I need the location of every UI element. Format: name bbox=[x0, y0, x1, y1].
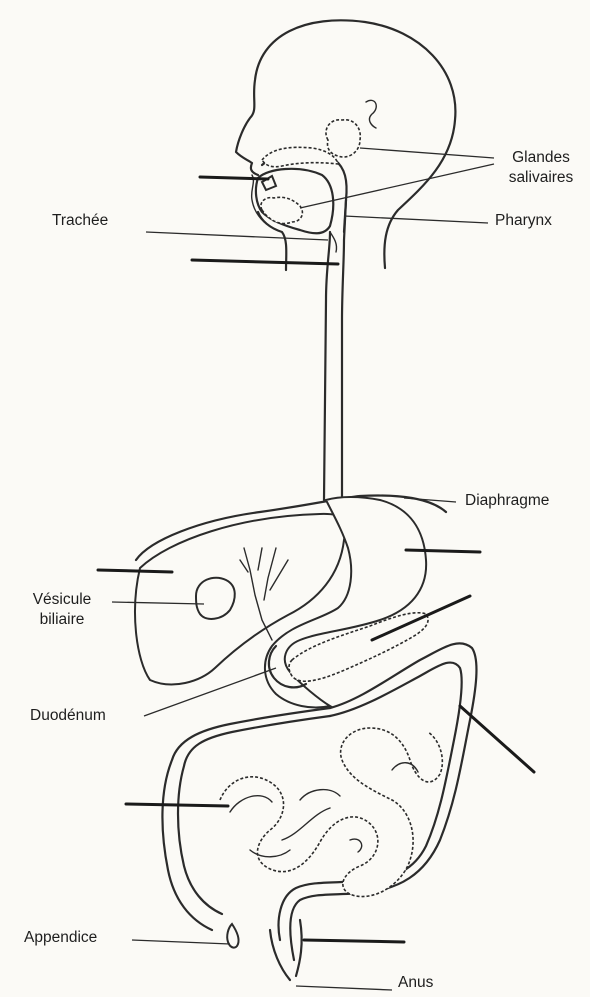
label-duodenum: Duodénum bbox=[30, 706, 106, 726]
label-anus: Anus bbox=[398, 973, 433, 993]
blank-line-small-intestine bbox=[126, 804, 228, 806]
esophagus-right bbox=[342, 200, 346, 500]
label-vesicule-line1: Vésicule bbox=[12, 590, 112, 610]
blank-line-larynx bbox=[192, 260, 338, 264]
leader-diaphragme bbox=[404, 498, 456, 502]
blank-line-rectum bbox=[304, 940, 404, 942]
blank-line-colon bbox=[460, 706, 534, 772]
label-vesicule-biliaire: Vésicule biliaire bbox=[12, 590, 112, 630]
sublingual-gland bbox=[262, 147, 338, 166]
ear-icon bbox=[366, 100, 376, 128]
leader-pharynx bbox=[344, 216, 488, 223]
label-vesicule-line2: biliaire bbox=[12, 610, 112, 630]
blank-line-liver bbox=[98, 570, 172, 572]
leader-trachee bbox=[146, 232, 328, 240]
blank-line-mouth bbox=[200, 177, 268, 179]
small-intestine bbox=[220, 728, 442, 897]
label-trachee: Trachée bbox=[52, 211, 108, 231]
label-pharynx: Pharynx bbox=[495, 211, 552, 231]
label-appendice: Appendice bbox=[24, 928, 97, 948]
esophagus-left bbox=[324, 232, 330, 500]
parotid-gland bbox=[326, 120, 360, 157]
submandibular-gland bbox=[261, 197, 303, 223]
blank-line-stomach bbox=[406, 550, 480, 552]
leader-appendice bbox=[132, 940, 230, 944]
leader-anus bbox=[296, 986, 392, 990]
label-glandes-salivaires: Glandes salivaires bbox=[492, 148, 590, 188]
label-glandes-line2: salivaires bbox=[492, 168, 590, 188]
leader-glandes-parotid bbox=[360, 148, 494, 158]
label-glandes-line1: Glandes bbox=[492, 148, 590, 168]
label-diaphragme: Diaphragme bbox=[465, 491, 549, 511]
rectum bbox=[270, 920, 302, 980]
